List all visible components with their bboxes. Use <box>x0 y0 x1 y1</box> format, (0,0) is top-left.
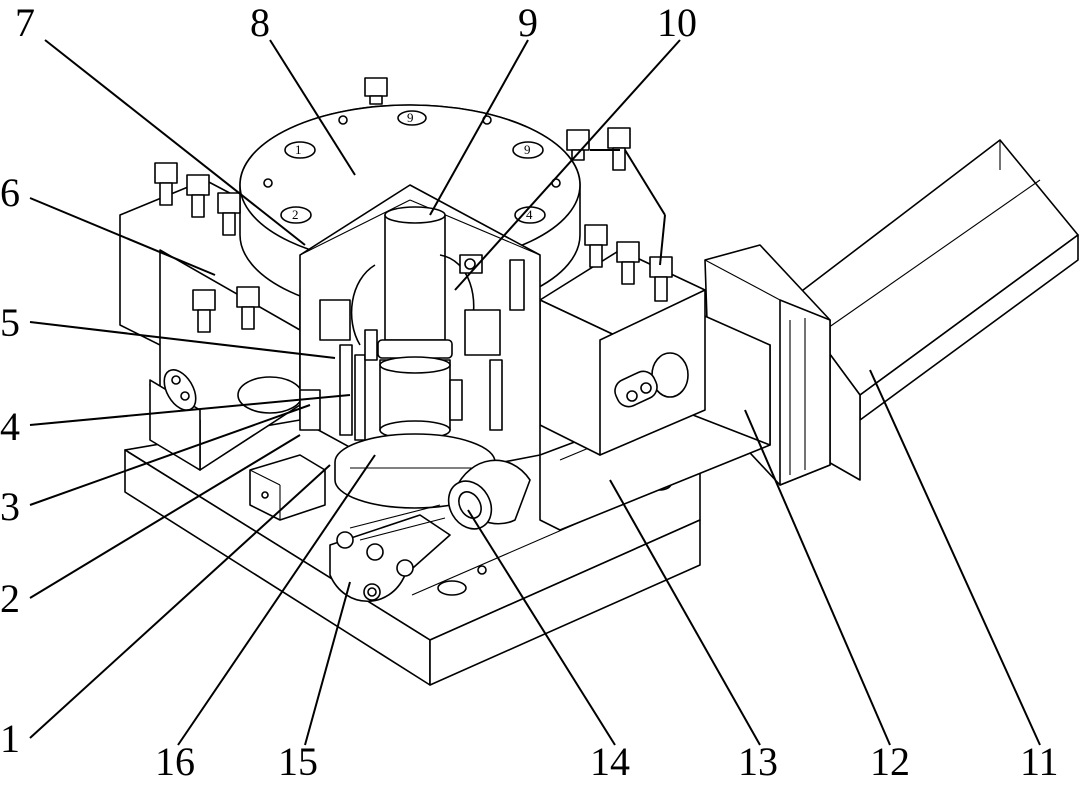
leader-line <box>269 39 356 176</box>
leader-line <box>29 321 336 359</box>
leader-line <box>467 509 616 746</box>
part-label-1: 1 <box>0 716 20 761</box>
part-label-14: 14 <box>590 739 630 784</box>
leader-lines <box>29 39 1041 746</box>
leader-line <box>659 214 666 266</box>
leader-line <box>177 454 376 746</box>
bolt <box>186 174 210 218</box>
leader-line <box>429 39 529 216</box>
bolt <box>154 162 178 206</box>
part-label-13: 13 <box>738 739 778 784</box>
sensor-block <box>249 454 326 521</box>
bolt <box>584 224 608 268</box>
part-label-3: 3 <box>0 484 20 529</box>
leader-line <box>29 197 216 276</box>
part-label-11: 11 <box>1020 739 1059 784</box>
engraved-mark: 2 <box>292 207 299 222</box>
part-label-10: 10 <box>657 0 697 45</box>
leader-line <box>29 404 311 506</box>
leader-line <box>869 369 1041 746</box>
bolt <box>364 77 388 105</box>
part-label-8: 8 <box>250 0 270 45</box>
engraved-mark: 9 <box>407 110 414 125</box>
bolt <box>649 256 673 302</box>
bolt <box>192 289 216 333</box>
leader-line <box>304 581 351 746</box>
bolt <box>607 127 631 171</box>
leader-line <box>29 464 331 739</box>
leader-line <box>454 39 681 291</box>
leader-line <box>29 434 301 599</box>
part-label-4: 4 <box>0 404 20 449</box>
leader-line <box>624 149 666 216</box>
part-label-16: 16 <box>155 739 195 784</box>
bolt <box>236 286 260 330</box>
bolt <box>566 129 590 161</box>
part-label-12: 12 <box>870 739 910 784</box>
leader-line <box>744 409 891 746</box>
engraved-mark: 4 <box>526 207 533 222</box>
bracket <box>329 504 451 603</box>
right-housing-block <box>539 249 706 456</box>
engraved-mark: 1 <box>295 142 302 157</box>
bolt <box>217 192 241 236</box>
part-label-7: 7 <box>15 0 35 45</box>
part-label-5: 5 <box>0 300 20 345</box>
leader-line <box>29 394 351 426</box>
part-label-6: 6 <box>0 170 20 215</box>
part-label-9: 9 <box>518 0 538 45</box>
bolt <box>616 241 640 285</box>
part-labels: 1 2 3 4 5 6 7 8 9 10 11 12 13 14 15 16 <box>0 0 1059 784</box>
bolts <box>154 77 673 333</box>
small-motor <box>447 459 531 530</box>
motor-body <box>789 139 1079 481</box>
part-label-2: 2 <box>0 576 20 621</box>
engraved-mark: 9 <box>524 142 531 157</box>
leader-line <box>609 479 761 746</box>
part-label-15: 15 <box>278 739 318 784</box>
leader-line <box>44 39 306 246</box>
